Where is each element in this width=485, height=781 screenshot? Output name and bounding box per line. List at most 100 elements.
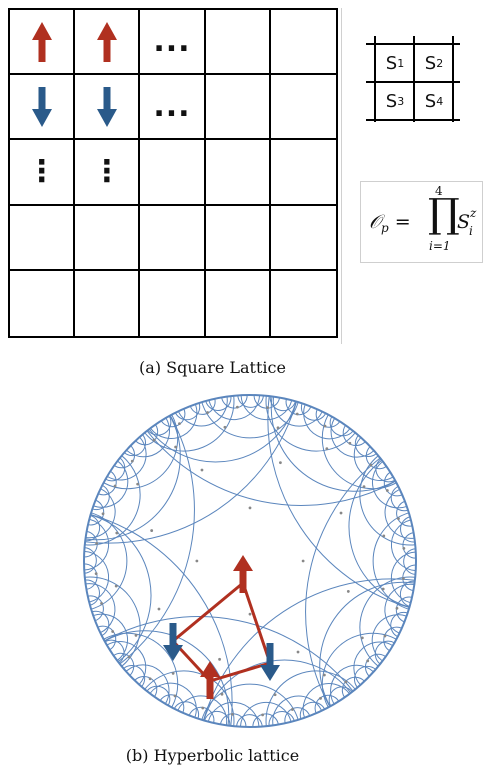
lattice-cell [75,10,141,76]
hyperbolic-edge-small [135,424,159,446]
hyperbolic-edge-small [314,694,340,714]
plaquette-line-v3 [452,36,454,122]
lattice-cell [271,271,336,336]
lattice-vertex-dot [235,405,239,409]
hyperbolic-edge-small [402,532,416,559]
lattice-vertex-dot [127,655,131,659]
lattice-vertex-dot [362,485,366,489]
hyperbolic-edge-small [134,676,158,698]
hyperbolic-edge-small [341,676,365,698]
hyperbolic-edge-small [84,530,98,558]
hyperbolic-edge-small [359,576,416,667]
lattice-vertex-dot [401,577,405,581]
lattice-vertex-dot [348,441,352,445]
hyperbolic-edge-small [353,665,377,688]
hyperbolic-edge-medium [90,514,152,663]
product-symbol: ∏ [428,191,460,237]
lattice-vertex-dot [261,713,265,717]
hyperbolic-edge-small [321,414,397,490]
spin-down-arrow-icon [96,86,117,127]
lattice-vertex-dot [218,657,221,661]
poincare-disk-boundary [83,394,417,728]
lattice-cell [140,140,206,206]
lattice-cell [10,10,76,76]
vertical-ellipsis: ⋮ [91,153,122,189]
hyperbolic-edge-small [390,611,408,638]
lattice-vertex-dot [171,671,175,675]
hyperbolic-edge-small [253,395,281,409]
lattice-cell [10,205,76,271]
hyperbolic-edge-medium [319,581,415,707]
lattice-vertex-dot [360,636,364,640]
lattice-vertex-dot [339,511,343,515]
lattice-vertex-dot [130,459,134,463]
lattice-vertex-dot [101,512,105,516]
lattice-vertex-dot [344,680,348,684]
lattice-vertex-dot [322,673,326,677]
lattice-vertex-dot [382,534,386,538]
hyperbolic-edge-small [359,455,416,546]
plaquette-loop [171,581,272,683]
hyperbolic-edge-medium [85,415,181,541]
lattice-vertex-dot [148,677,152,681]
lattice-vertex-dot [397,517,400,521]
hyperbolic-edge-small [315,409,341,428]
lattice-vertex-dot [220,692,224,696]
hyperbolic-lattice-diagram [83,394,417,728]
lattice-vertex-dot [136,482,140,486]
hyperbolic-edge-small [285,398,312,416]
lattice-vertex-dot [206,411,210,414]
lattice-cell [140,270,206,336]
hyperbolic-edge-medium [348,459,410,608]
hyperbolic-edge-small [113,652,135,676]
hyperbolic-edge-small [219,713,247,727]
lattice-cell: ... [140,10,206,76]
hyperbolic-edge-small [269,396,296,412]
hyperbolic-edge-medium [104,630,230,726]
hyperbolic-edge-small [300,403,327,421]
hyperbolic-edge-small [400,516,415,543]
lattice-cell [270,10,336,76]
lattice-vertex-dot [395,606,399,610]
hyperbolic-edge-small [372,512,409,610]
hyperbolic-edge-small [354,434,377,458]
hyperbolic-edge-small [105,457,126,482]
lattice-cell [10,270,76,336]
hyperbolic-edge-small [104,639,125,664]
lattice-vertex-dot [295,412,299,416]
lattice-vertex-dot [276,426,280,430]
lattice-vertex-dot [273,693,277,697]
spin-up-arrow-icon [31,21,52,62]
hyperbolic-edge-small [221,395,248,409]
lattice-cell [10,75,76,141]
lattice-vertex-dot [113,484,117,488]
lattice-vertex-dot [157,607,161,611]
lattice-vertex-dot [134,633,138,637]
hyperbolic-edge-small [342,424,366,446]
square-lattice-grid: ......⋮⋮ [8,8,338,338]
lattice-vertex-dot [248,506,252,510]
lattice-vertex-dot [381,587,385,591]
hyperbolic-edge-small [174,402,201,421]
hyperbolic-edge-small [123,434,147,457]
plaquette-line-h1 [366,43,460,45]
hyperbolic-edge-small [383,626,402,652]
hyperbolic-edge-small [365,446,387,470]
lattice-vertex-dot [319,696,322,700]
lattice-vertex-dot [290,708,294,711]
lattice-cell [270,140,336,206]
hyperbolic-edge-small [252,713,279,727]
plaquette-line-v1 [374,36,376,122]
formula-term-sup: z [470,206,477,220]
hyperbolic-edge-small [237,395,264,408]
lattice-vertex-dot [114,584,118,588]
lattice-vertex-dot [174,445,178,449]
lattice-vertex-dot [95,541,99,545]
formula-term: S [457,211,471,233]
hyperbolic-edge-small [188,706,215,724]
hyperbolic-edge-small [265,395,356,452]
hyperbolic-edge-small [365,653,387,677]
